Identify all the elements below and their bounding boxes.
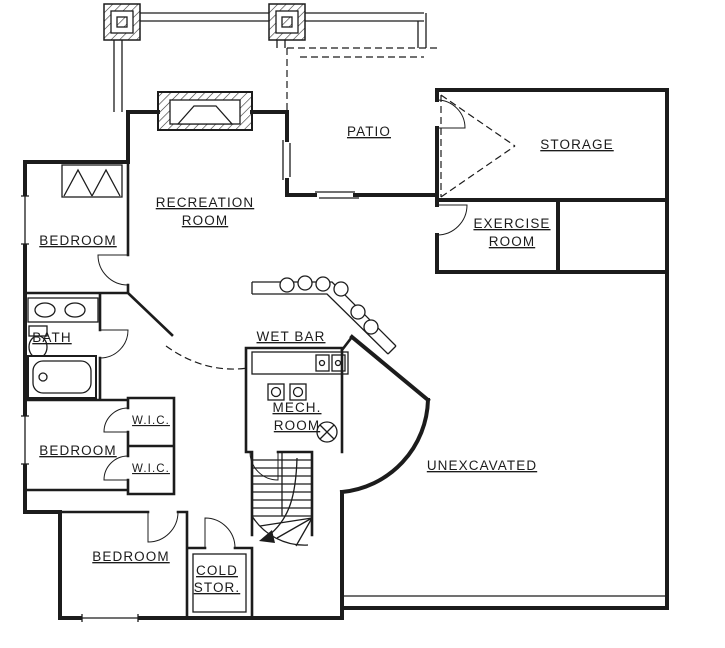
closet-bifold-doors bbox=[61, 164, 123, 198]
room-label-wic-upper: W.I.C. bbox=[132, 415, 170, 427]
room-label-wic-lower: W.I.C. bbox=[132, 463, 170, 475]
bar-stool bbox=[350, 304, 366, 320]
cold-storage-liner bbox=[192, 553, 247, 613]
door-swing-exercise bbox=[436, 204, 468, 236]
bar-stool bbox=[333, 281, 349, 297]
staircase bbox=[251, 452, 313, 547]
bar-stool bbox=[297, 275, 313, 291]
room-label-recreation-2: ROOM bbox=[182, 213, 228, 228]
bar-counter bbox=[251, 351, 349, 375]
sink-right bbox=[64, 302, 86, 318]
room-label-recreation-1: RECREATION bbox=[156, 195, 255, 210]
stair-direction-arrow bbox=[267, 457, 298, 537]
bar-sink-basin bbox=[315, 354, 330, 372]
room-label-bedroom-upper: BEDROOM bbox=[39, 233, 116, 248]
exterior-walls bbox=[23, 88, 669, 620]
deck-pillar-footing bbox=[268, 3, 306, 41]
door-swing-cold-storage bbox=[204, 517, 236, 549]
door-swing-storage bbox=[436, 99, 466, 129]
windows bbox=[20, 195, 139, 623]
room-label-wet-bar: WET BAR bbox=[257, 329, 326, 344]
room-label-exercise-1: EXERCISE bbox=[473, 216, 550, 231]
room-label-mech-1: MECH. bbox=[273, 400, 322, 415]
door-swing-wic-upper bbox=[103, 407, 129, 433]
vanity-counter bbox=[27, 297, 99, 323]
interior-walls bbox=[23, 160, 354, 620]
water-heater bbox=[289, 383, 307, 401]
room-label-storage: STORAGE bbox=[540, 137, 613, 152]
door-swing-bedroom-lower bbox=[147, 511, 179, 543]
room-label-bedroom-middle: BEDROOM bbox=[39, 443, 116, 458]
stair-arrow-head bbox=[259, 530, 275, 543]
room-label-cold-storage-2: STOR. bbox=[194, 580, 241, 595]
bath-fixtures bbox=[27, 297, 99, 399]
door-swing-wic-lower bbox=[103, 455, 129, 481]
door-swing-mech bbox=[249, 451, 279, 481]
bar-sink-basin bbox=[331, 354, 346, 372]
door-swing-bath bbox=[99, 329, 129, 359]
room-label-bedroom-lower: BEDROOM bbox=[92, 549, 169, 564]
deck-beam-lines bbox=[113, 12, 427, 112]
deck-pillar-footing bbox=[103, 3, 141, 41]
bar-stool bbox=[279, 277, 295, 293]
tub-drain bbox=[38, 372, 48, 382]
bar-stool bbox=[363, 319, 379, 335]
dashed-overhead-lines bbox=[165, 47, 516, 370]
room-label-patio: PATIO bbox=[347, 124, 391, 139]
room-label-bath: BATH bbox=[32, 330, 71, 345]
room-label-unexcavated: UNEXCAVATED bbox=[427, 458, 537, 473]
thin-details bbox=[251, 140, 667, 597]
bar-stool bbox=[315, 276, 331, 292]
fireplace bbox=[157, 91, 253, 131]
sink-left bbox=[34, 302, 56, 318]
room-label-mech-2: ROOM bbox=[274, 418, 320, 433]
mech-equipment bbox=[267, 383, 338, 443]
door-swing-bedroom-upper bbox=[97, 254, 129, 286]
wet-bar-fixtures bbox=[251, 275, 379, 375]
room-label-exercise-2: ROOM bbox=[489, 234, 535, 249]
room-label-cold-storage-1: COLD bbox=[196, 563, 238, 578]
water-heater bbox=[267, 383, 285, 401]
